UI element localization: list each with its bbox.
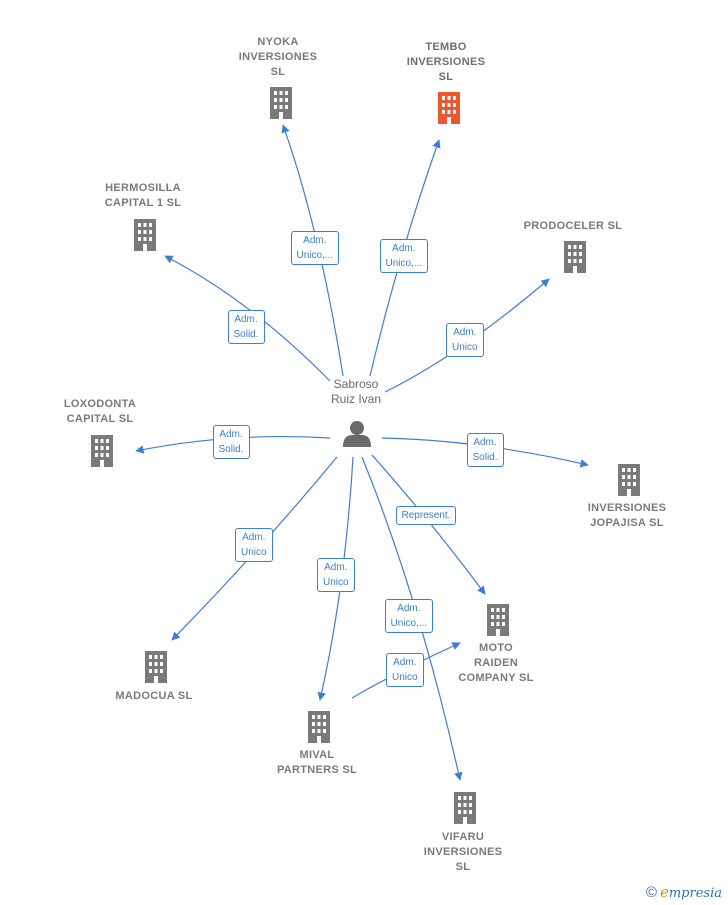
company-name-hermosilla[interactable]: HERMOSILLA CAPITAL 1 SL	[104, 182, 182, 209]
copyright-icon: ©	[645, 884, 657, 901]
edge-label-tembo[interactable]: Adm. Unico,...	[379, 239, 429, 273]
edge-person-hermosilla	[164, 255, 331, 382]
brand-initial: e	[659, 883, 669, 901]
edge-label-prodoceler[interactable]: Adm. Unico	[446, 323, 484, 357]
company-name-vifaru[interactable]: VIFARU INVERSIONES SL	[423, 831, 503, 873]
company-name-jopajisa[interactable]: INVERSIONES JOPAJISA SL	[587, 502, 667, 529]
company-name-nyoka[interactable]: NYOKA INVERSIONES SL	[238, 36, 318, 78]
building-icon-jopajisa[interactable]	[618, 464, 640, 496]
edge-person-moto	[371, 454, 486, 595]
edge-label-moto[interactable]: Adm. Unico	[386, 653, 424, 687]
building-icon-tembo[interactable]	[438, 92, 460, 124]
person-name[interactable]: Sabroso Ruiz Ivan	[330, 377, 382, 406]
edge-label-loxodonta[interactable]: Adm. Solid.	[212, 425, 250, 459]
building-icon-hermosilla[interactable]	[134, 219, 156, 251]
building-icon-madocua[interactable]	[145, 651, 167, 683]
edge-label-nyoka[interactable]: Adm. Unico,...	[290, 231, 340, 265]
building-icon-moto[interactable]	[487, 604, 509, 636]
edge-label-vifaru[interactable]: Adm. Unico,...	[384, 599, 434, 633]
edge-label-mival[interactable]: Adm. Unico	[317, 558, 355, 592]
brand-logo[interactable]: ©empresia	[646, 883, 722, 901]
edge-label-moto[interactable]: Represent.	[395, 505, 457, 525]
company-name-moto[interactable]: MOTO RAIDEN COMPANY SL	[458, 642, 534, 684]
edge-label-madocua[interactable]: Adm. Unico	[235, 528, 273, 562]
edge-label-jopajisa[interactable]: Adm. Solid.	[466, 433, 504, 467]
person-icon[interactable]	[343, 421, 371, 447]
brand-name: mpresia	[668, 886, 722, 901]
building-icon-loxodonta[interactable]	[91, 435, 113, 467]
company-name-tembo[interactable]: TEMBO INVERSIONES SL	[406, 41, 486, 83]
building-icon-vifaru[interactable]	[454, 792, 476, 824]
company-name-loxodonta[interactable]: LOXODONTA CAPITAL SL	[63, 398, 137, 425]
edge-label-hermosilla[interactable]: Adm. Solid.	[227, 310, 265, 344]
building-icon-prodoceler[interactable]	[564, 241, 586, 273]
building-icon-nyoka[interactable]	[270, 87, 292, 119]
building-icon-mival[interactable]	[308, 711, 330, 743]
company-name-madocua[interactable]: MADOCUA SL	[115, 690, 193, 702]
company-name-prodoceler[interactable]: PRODOCELER SL	[523, 220, 623, 232]
company-name-mival[interactable]: MIVAL PARTNERS SL	[276, 749, 358, 776]
